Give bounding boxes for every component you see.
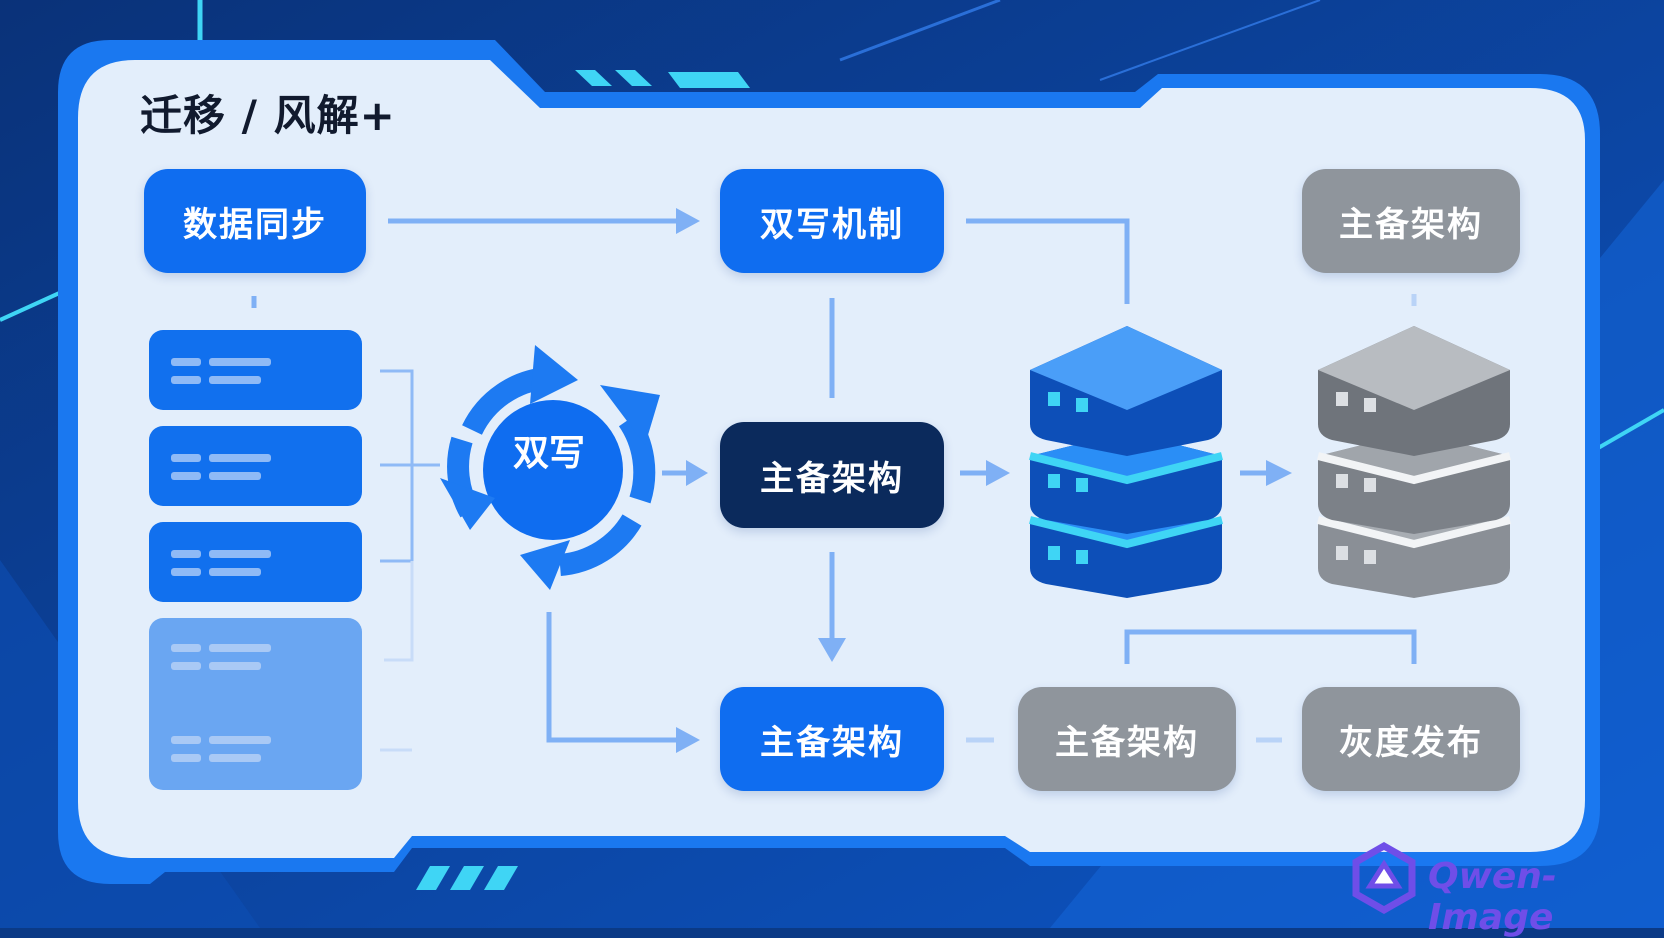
arrow-icon (1266, 460, 1292, 486)
sync-cycle-icon (440, 345, 660, 590)
dual-write-mechanism-node[interactable]: 双写机制 (720, 169, 944, 273)
blue-database-icon (1029, 326, 1223, 598)
primary-backup-top-right-node[interactable]: 主备架构 (1302, 169, 1520, 273)
primary-backup-gray-bottom-node[interactable]: 主备架构 (1018, 687, 1236, 791)
connector-dualwrite-to-db (966, 218, 1130, 304)
arrow-icon (686, 460, 708, 486)
arrow-icon (676, 727, 700, 753)
gray-release-node[interactable]: 灰度发布 (1302, 687, 1520, 791)
list-item[interactable] (149, 522, 362, 602)
arrow-icon (818, 638, 846, 662)
primary-backup-center-node[interactable]: 主备架构 (720, 422, 944, 528)
arrow-icon (676, 208, 700, 234)
list-item[interactable] (149, 426, 362, 506)
page-title: 迁移 / 风解+ (140, 91, 396, 140)
qwen-logo-icon (1352, 842, 1416, 914)
cycle-label: 双写 (512, 433, 585, 474)
list-item[interactable] (149, 618, 362, 790)
arrow-icon (986, 460, 1010, 486)
watermark-text: Qwen-Image (1428, 856, 1557, 938)
gray-database-icon (1317, 326, 1511, 598)
data-sync-node[interactable]: 数据同步 (144, 169, 366, 273)
list-item[interactable] (149, 330, 362, 410)
primary-backup-bottom-node[interactable]: 主备架构 (720, 687, 944, 791)
